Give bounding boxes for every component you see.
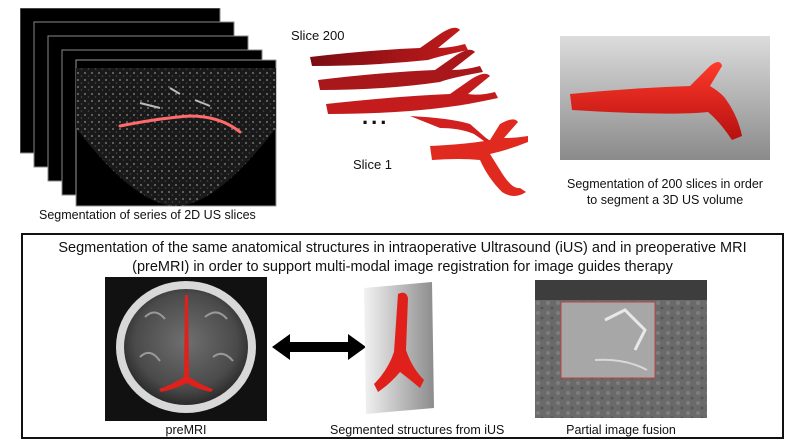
volume-caption-line1: Segmentation of 200 slices in order bbox=[567, 177, 763, 191]
slice-intermediate-2 bbox=[326, 73, 498, 114]
volume-caption-line2: to segment a 3D US volume bbox=[586, 193, 744, 207]
ius-caption: Segmented structures from iUS bbox=[330, 423, 505, 437]
slice-intermediate-1 bbox=[318, 49, 483, 90]
panel-title-line1: Segmentation of the same anatomical stru… bbox=[58, 240, 747, 256]
us-slices-caption: Segmentation of series of 2D US slices bbox=[39, 208, 256, 222]
slice-top-label: Slice 200 bbox=[291, 28, 345, 43]
fusion-caption: Partial image fusion bbox=[566, 423, 676, 437]
us-bright-echo bbox=[139, 87, 211, 109]
us-ventricle-segmentation bbox=[118, 114, 242, 134]
slice-ellipsis: ... bbox=[362, 104, 390, 129]
3d-volume-render bbox=[560, 36, 770, 160]
double-headed-arrow-icon bbox=[272, 334, 366, 360]
ius-ventricle-shape bbox=[374, 292, 424, 392]
panel-title-line2: (preMRI) in order to support multi-modal… bbox=[132, 259, 673, 275]
3d-ventricle-shape bbox=[570, 62, 742, 140]
slice-segmentations-diagram bbox=[310, 27, 528, 196]
partial-fusion-image bbox=[535, 280, 707, 418]
slice-1-shape bbox=[430, 119, 528, 196]
premri-ventricle-segmentation bbox=[159, 295, 213, 392]
us-fan-region bbox=[76, 68, 276, 206]
slice-200-shape bbox=[310, 27, 468, 66]
slice-bottom-label: Slice 1 bbox=[353, 157, 393, 172]
us-slice-stack bbox=[20, 8, 277, 207]
slice-intermediate-3 bbox=[410, 116, 495, 148]
ius-segmentation-image bbox=[364, 282, 434, 414]
panel-title: Segmentation of the same anatomical stru… bbox=[23, 239, 782, 277]
premri-image bbox=[105, 277, 267, 421]
premri-caption: preMRI bbox=[165, 423, 207, 437]
